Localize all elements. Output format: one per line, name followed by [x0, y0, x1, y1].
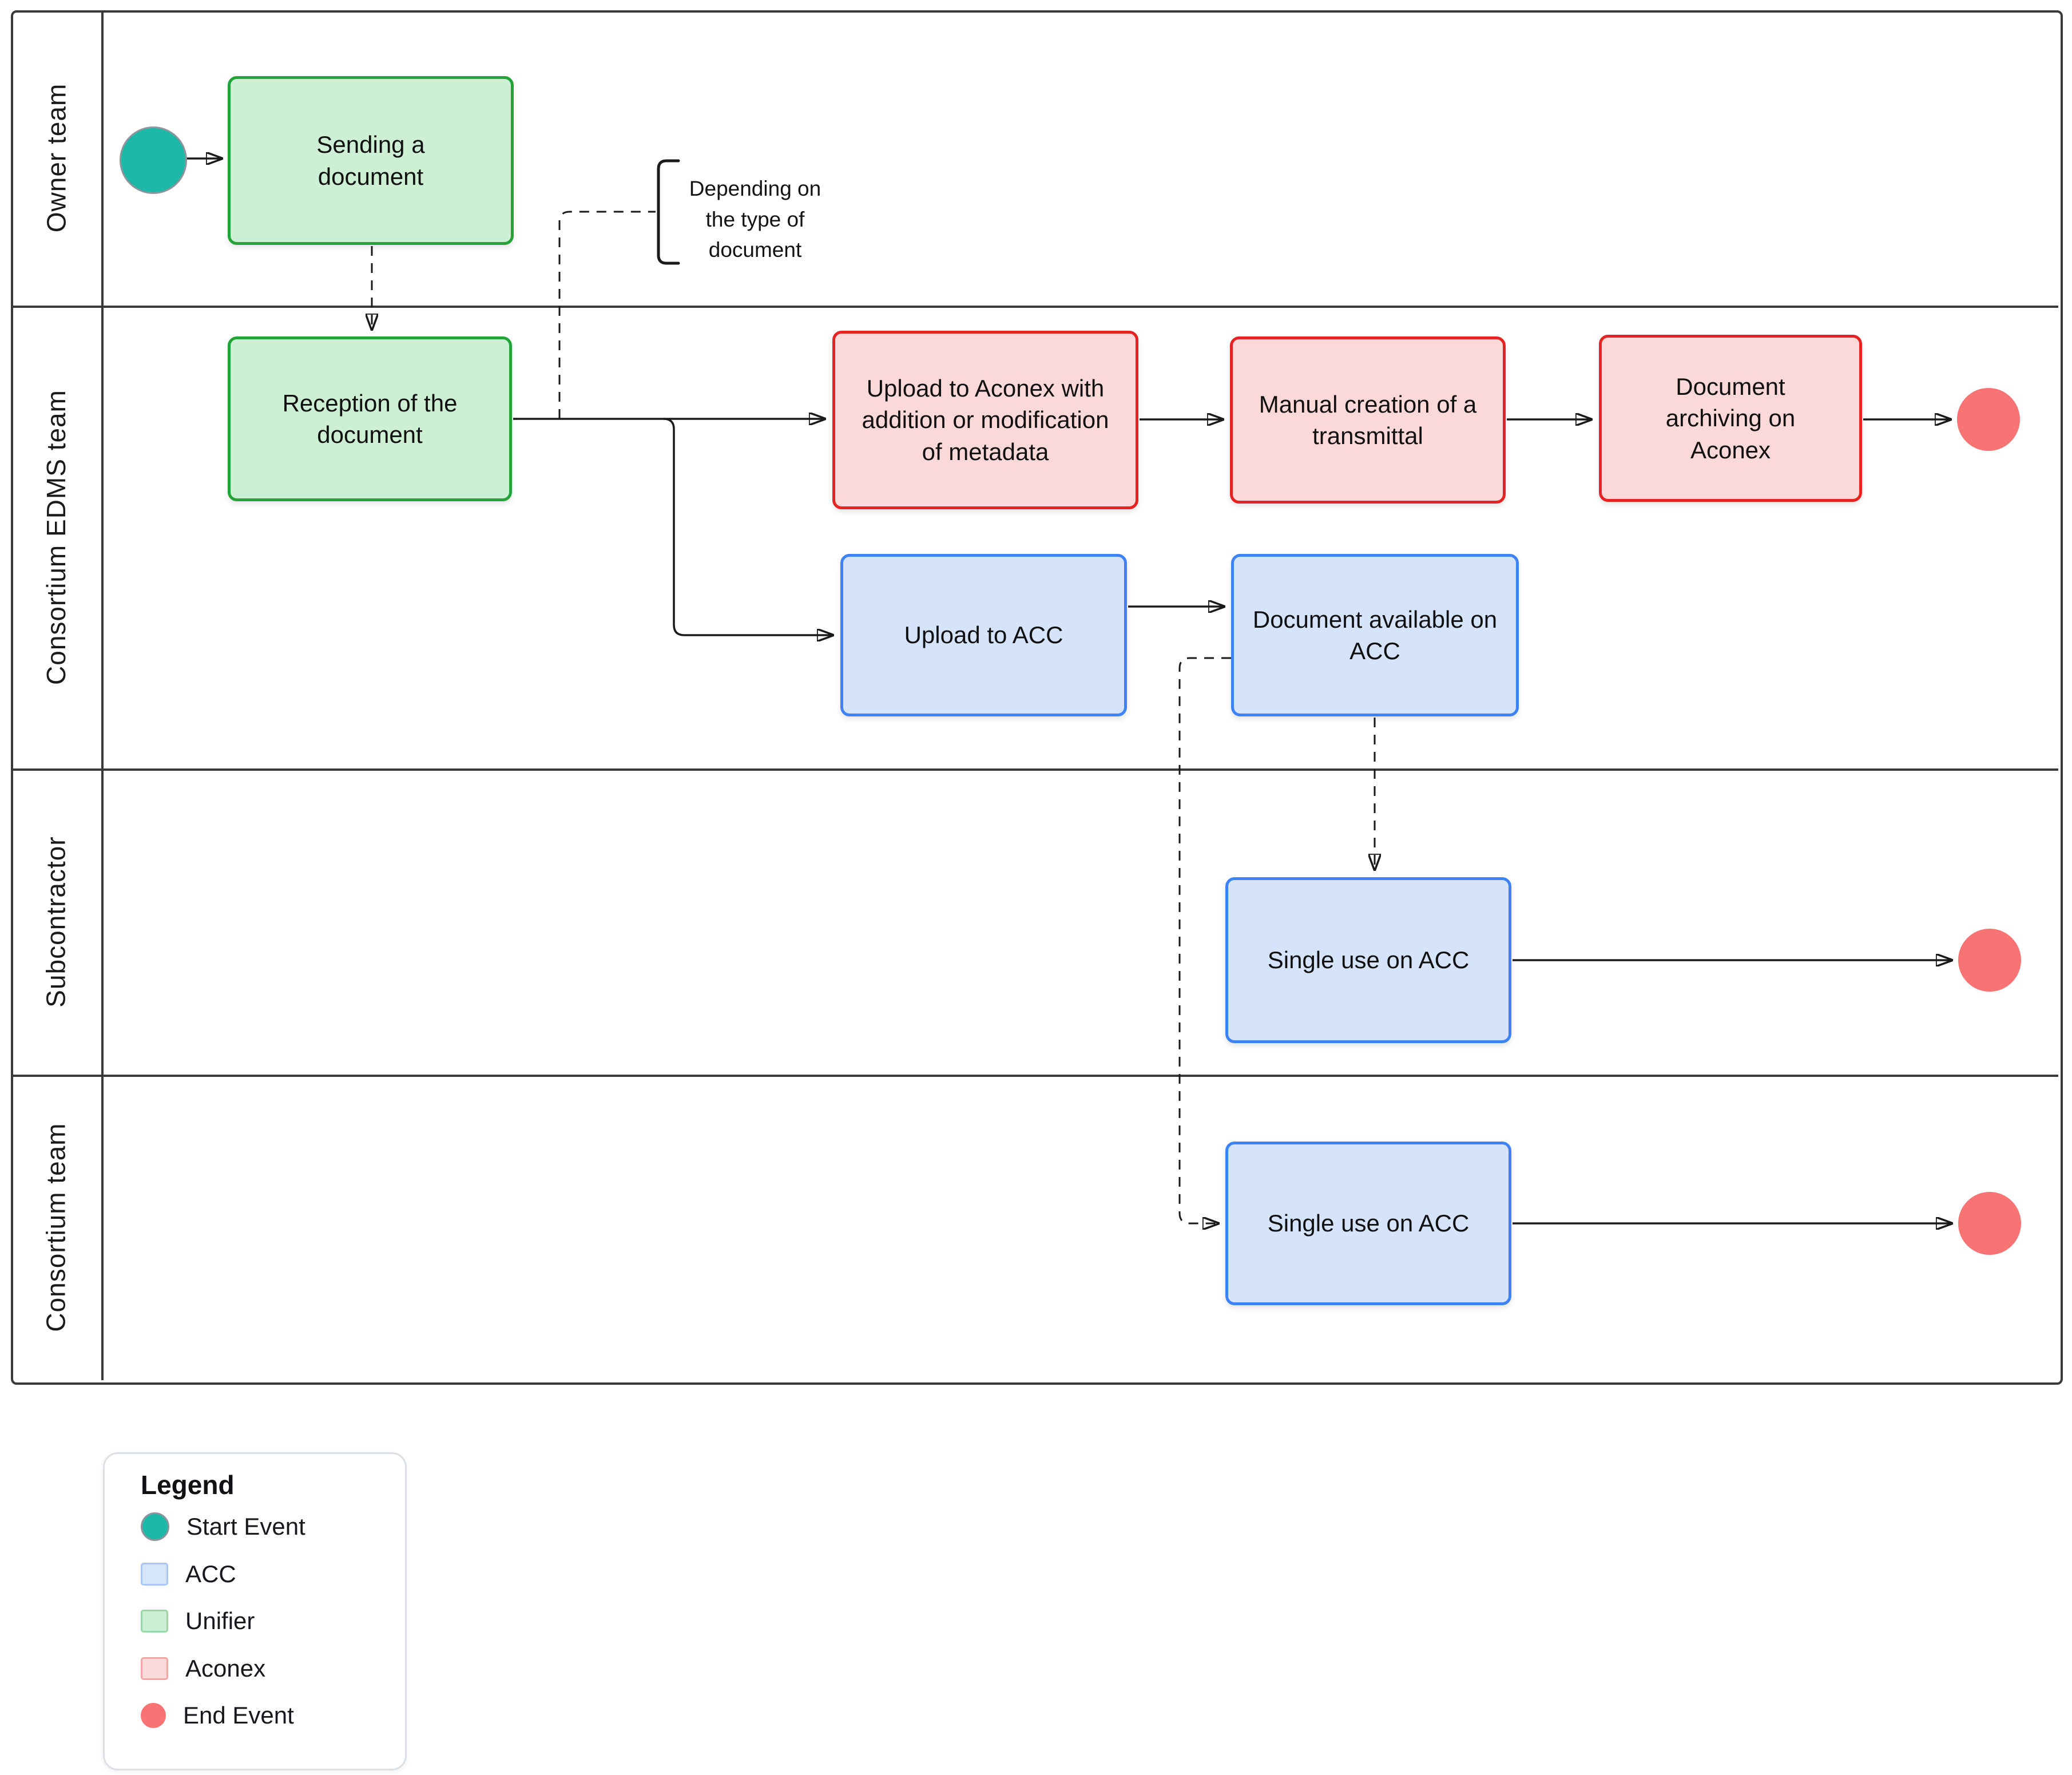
lane-consortium-team-label: Consortium team	[41, 1123, 72, 1332]
end-event-swatch-icon	[141, 1703, 166, 1728]
task-label: Sending a document	[316, 131, 425, 190]
legend-title: Legend	[141, 1470, 235, 1500]
lane-owner-team-label: Owner team	[41, 83, 71, 233]
task-upload-to-acc: Upload to ACC	[840, 554, 1127, 716]
legend-item-acc: ACC	[141, 1557, 236, 1591]
legend-item-unifier: Unifier	[141, 1604, 255, 1638]
legend-item-label: Unifier	[185, 1607, 255, 1634]
task-label: Single use on ACC	[1267, 1210, 1470, 1237]
lane-subcontractor-label: Subcontractor	[41, 835, 72, 1008]
task-single-use-on-acc-consortium: Single use on ACC	[1225, 1142, 1511, 1305]
legend-item-label: Start Event	[186, 1513, 305, 1540]
lane-divider-3	[11, 1075, 2058, 1077]
task-label: Document available on ACC	[1252, 605, 1498, 664]
unifier-swatch-icon	[141, 1610, 168, 1633]
annotation-depending-on-type: Depending on the type of document	[689, 177, 821, 262]
end-event-edms	[1957, 388, 2020, 451]
task-label: Upload to ACC	[904, 621, 1063, 649]
task-label: Single use on ACC	[1267, 946, 1470, 974]
legend-item-start-event: Start Event	[141, 1509, 305, 1544]
lane-divider-1	[11, 306, 2058, 308]
task-single-use-on-acc-subcontractor: Single use on ACC	[1225, 877, 1511, 1043]
start-event	[120, 126, 187, 194]
end-event-subcontractor	[1958, 929, 2021, 992]
legend-item-label: ACC	[185, 1560, 236, 1587]
task-document-available-on-acc: Document available on ACC	[1231, 554, 1519, 716]
task-reception-of-the-document: Reception of the document	[228, 336, 512, 501]
lane-label-separator	[101, 10, 104, 1380]
task-document-archiving-on-aconex: Document archiving on Aconex	[1599, 335, 1862, 502]
task-sending-a-document: Sending a document	[228, 76, 514, 245]
legend-item-aconex: Aconex	[141, 1651, 265, 1686]
task-label: Document archiving on Aconex	[1665, 373, 1796, 463]
lane-consortium-team: Consortium team	[11, 1075, 101, 1380]
lane-owner-team: Owner team	[11, 10, 101, 306]
lane-subcontractor: Subcontractor	[11, 768, 101, 1075]
task-upload-to-aconex: Upload to Aconex with addition or modifi…	[832, 331, 1138, 509]
task-label: Upload to Aconex with addition or modifi…	[862, 374, 1109, 465]
lane-consortium-edms-team: Consortium EDMS team	[11, 306, 101, 768]
acc-swatch-icon	[141, 1563, 168, 1586]
task-manual-creation-of-transmittal: Manual creation of a transmittal	[1230, 336, 1506, 504]
lane-consortium-edms-team-label: Consortium EDMS team	[41, 389, 72, 685]
legend-item-label: Aconex	[185, 1655, 266, 1682]
legend-item-end-event: End Event	[141, 1698, 294, 1733]
lane-divider-2	[11, 768, 2058, 771]
legend-item-label: End Event	[183, 1702, 294, 1729]
aconex-swatch-icon	[141, 1657, 168, 1680]
start-event-swatch-icon	[141, 1512, 169, 1541]
end-event-consortium	[1958, 1192, 2021, 1255]
task-label: Reception of the document	[282, 389, 458, 448]
task-label: Manual creation of a transmittal	[1259, 390, 1477, 449]
